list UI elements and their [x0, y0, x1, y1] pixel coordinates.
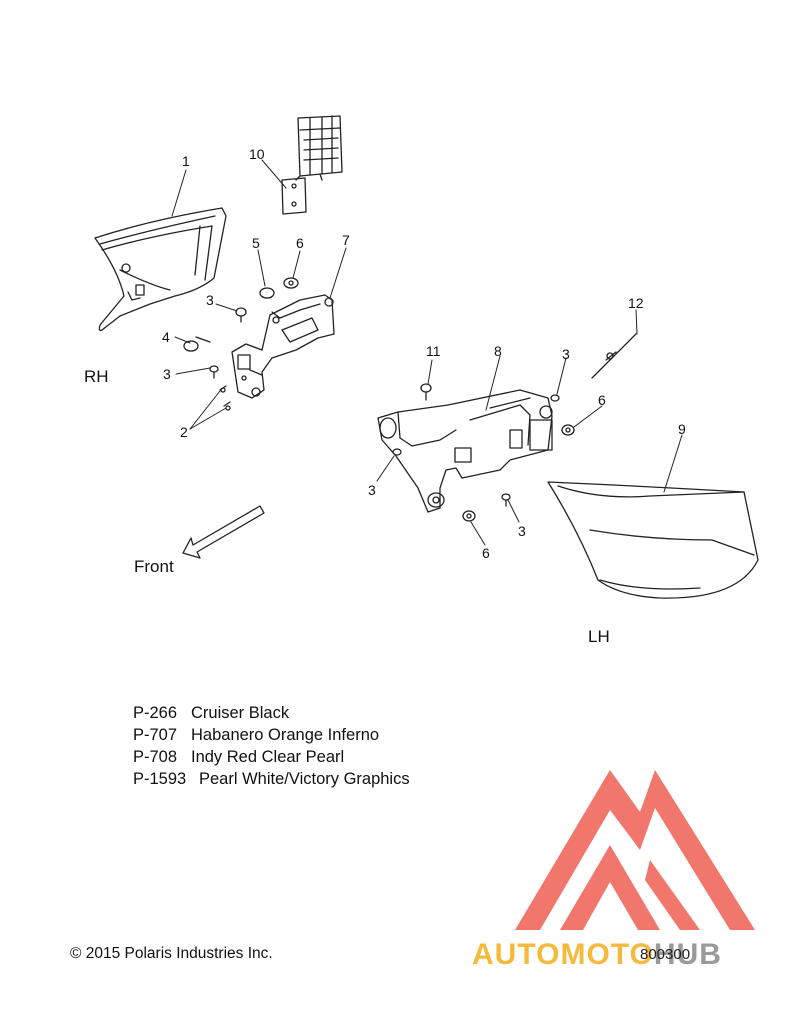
part-8-lh-bracket: [377, 389, 553, 513]
legend-name: Habanero Orange Inferno: [191, 726, 380, 744]
callout-6: 6: [482, 545, 490, 561]
callout-12: 12: [628, 295, 644, 311]
callout-2: 2: [180, 424, 188, 440]
callout-3: 3: [562, 346, 570, 362]
callout-5: 5: [252, 235, 260, 251]
watermark-brand-part2: HUB: [653, 938, 722, 971]
paint-code-legend: P-266 Cruiser Black P-707 Habanero Orange …: [133, 702, 410, 790]
legend-code: P-708: [133, 748, 178, 766]
legend-name: Pearl White/Victory Graphics: [199, 770, 410, 788]
part-12-cable-tie: [591, 333, 637, 379]
side-label-lh: LH: [588, 627, 610, 646]
part-7-rh-bracket: [231, 294, 335, 399]
legend-row: P-708 Indy Red Clear Pearl: [133, 746, 410, 768]
callout-4: 4: [162, 329, 170, 345]
callout-1: 1: [182, 153, 190, 169]
watermark-brand-part1: AUTOMOTO: [472, 938, 654, 971]
part-10-bracket: [281, 115, 343, 215]
part-1-rh-cover: [94, 207, 227, 332]
legend-row: P-1593 Pearl White/Victory Graphics: [133, 768, 410, 790]
front-label: Front: [134, 557, 174, 576]
callout-3: 3: [163, 366, 171, 382]
watermark-brand: AUTOMOTOHUB: [472, 938, 722, 972]
callout-6: 6: [598, 392, 606, 408]
callout-8: 8: [494, 343, 502, 359]
callout-11: 11: [426, 343, 441, 359]
part-9-lh-cover: [547, 481, 759, 599]
hardware-rh: [183, 277, 299, 411]
legend-code: P-1593: [133, 770, 187, 788]
diagram-number: 800300: [640, 946, 691, 963]
legend-row: P-266 Cruiser Black: [133, 702, 410, 724]
callout-6: 6: [296, 235, 304, 251]
front-arrow-icon: [182, 505, 265, 559]
callout-10: 10: [249, 146, 265, 162]
copyright-notice: © 2015 Polaris Industries Inc.: [70, 945, 273, 962]
callout-7: 7: [342, 232, 350, 248]
legend-name: Indy Red Clear Pearl: [191, 748, 345, 766]
callout-3: 3: [518, 523, 526, 539]
leader-lines: [171, 159, 683, 546]
legend-code: P-707: [133, 726, 178, 744]
side-label-rh: RH: [84, 367, 109, 386]
hardware-lh: [392, 383, 575, 522]
callout-9: 9: [678, 421, 686, 437]
legend-name: Cruiser Black: [191, 704, 290, 722]
callout-3: 3: [206, 292, 214, 308]
legend-row: P-707 Habanero Orange Inferno: [133, 724, 410, 746]
legend-code: P-266: [133, 704, 178, 722]
callout-3: 3: [368, 482, 376, 498]
